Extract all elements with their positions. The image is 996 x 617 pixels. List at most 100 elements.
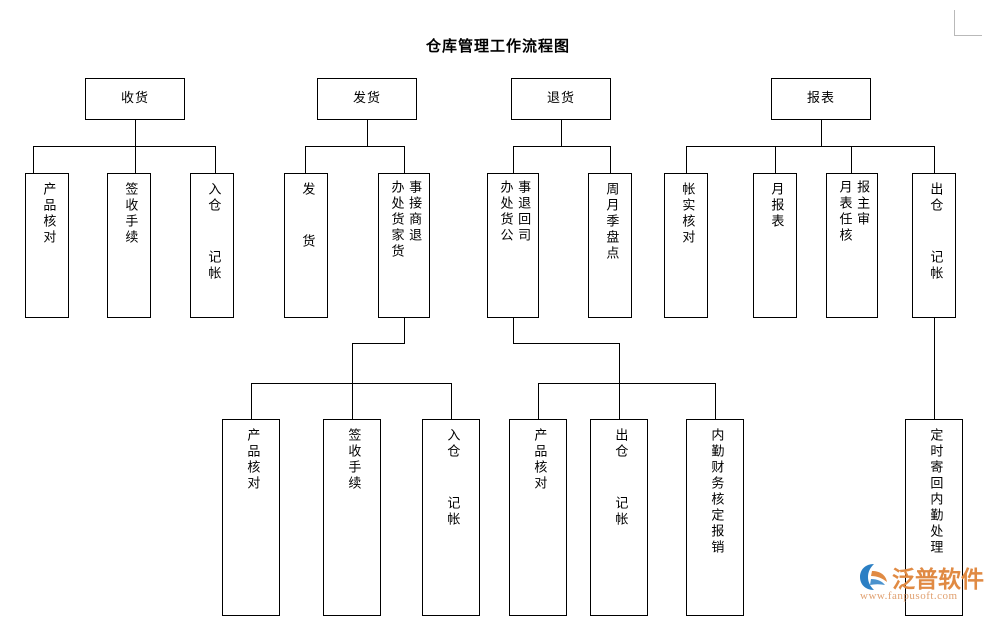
connector-baobiao-d3 — [851, 146, 852, 173]
node-label: 产品核对 — [244, 428, 260, 492]
vtext-wrap: 定时寄回内勤处理 — [926, 428, 943, 556]
connector-fahuo-sub-drop — [352, 343, 353, 383]
vtext-wrap: 内勤财务核定报销 — [707, 428, 724, 556]
connector-fahuo-stem — [367, 120, 368, 146]
node-rucang-jizhang-2[interactable]: 入仓 记帐 — [422, 419, 480, 616]
connector-fahuo-sub-jog — [352, 343, 405, 344]
node-label: 入仓 记帐 — [444, 428, 460, 528]
page-title: 仓库管理工作流程图 — [425, 37, 570, 55]
vtext-wrap: 出仓 记帐 — [926, 182, 943, 282]
node-zhou-yue-ji-pandian[interactable]: 周月季盘点 — [588, 173, 632, 318]
connector-tuihuo-sub-jog — [513, 343, 620, 344]
node-fahuo-sub[interactable]: 发 货 — [284, 173, 328, 318]
vtext-wrap: 帐实核对 — [678, 182, 694, 246]
connector-shouhuo-bar — [33, 146, 215, 147]
connector-lowerleft-d1 — [251, 383, 252, 419]
node-chanpin-hedui-2[interactable]: 产品核对 — [222, 419, 280, 616]
node-label: 入仓 记帐 — [205, 182, 221, 282]
connector-tuihuo-sub-stem — [513, 318, 514, 343]
fanpu-logo-icon — [858, 562, 892, 592]
connector-chucang-to-dingshi — [934, 318, 935, 419]
node-label: 签收手续 — [345, 428, 361, 492]
connector-lowerleft-d2 — [352, 383, 353, 419]
node-label: 收货 — [120, 90, 149, 106]
node-label: 发货 — [352, 90, 381, 106]
node-shouhuo[interactable]: 收货 — [85, 78, 185, 120]
connector-baobiao-d2 — [775, 146, 776, 173]
connector-baobiao-d1 — [686, 146, 687, 173]
node-qianshou-shouxu-2[interactable]: 签收手续 — [323, 419, 381, 616]
node-label: 退货 — [546, 90, 575, 106]
connector-tuihuo-bar — [513, 146, 611, 147]
node-chucang-jizhang-1[interactable]: 出仓 记帐 — [912, 173, 956, 318]
node-tuihuo[interactable]: 退货 — [511, 78, 611, 120]
node-label: 定时寄回内勤处理 — [927, 428, 943, 556]
node-fahuo[interactable]: 发货 — [317, 78, 417, 120]
node-chucang-jizhang-2[interactable]: 出仓 记帐 — [590, 419, 648, 616]
connector-lowermid-d2 — [619, 383, 620, 419]
connector-tuihuo-d2 — [610, 146, 611, 173]
node-neiqin-caiwu-baoxiao[interactable]: 内勤财务核定报销 — [686, 419, 744, 616]
node-label: 产品核对 — [40, 182, 56, 246]
connector-tuihuo-stem — [561, 120, 562, 146]
node-baobiao[interactable]: 报表 — [771, 78, 871, 120]
vtext-wrap: 办处货家货 事接商退 — [387, 180, 422, 260]
vtext-wrap: 周月季盘点 — [602, 182, 619, 262]
connector-shouhuo-stem — [135, 120, 136, 146]
node-label-col1: 事退回司 — [515, 180, 531, 244]
vtext-wrap: 签收手续 — [344, 428, 361, 492]
node-qianshou-shouxu-1[interactable]: 签收手续 — [107, 173, 151, 318]
vtext-wrap: 入仓 记帐 — [204, 182, 221, 282]
connector-fahuo-bar — [305, 146, 405, 147]
node-chanpin-hedui-3[interactable]: 产品核对 — [509, 419, 567, 616]
node-label: 月报表 — [768, 182, 784, 230]
connector-shouhuo-d1 — [33, 146, 34, 173]
vtext-wrap: 产品核对 — [243, 428, 260, 492]
connector-lowermid-d3 — [715, 383, 716, 419]
node-label-col2: 办处货家货 — [388, 180, 404, 260]
connector-baobiao-d4 — [934, 146, 935, 173]
node-label: 周月季盘点 — [603, 182, 619, 262]
node-label-col2: 月表任核 — [836, 180, 852, 244]
vtext-wrap: 入仓 记帐 — [443, 428, 460, 528]
connector-tuihuo-d1 — [513, 146, 514, 173]
connector-fahuo-d1 — [305, 146, 306, 173]
node-label-col1: 事接商退 — [406, 180, 422, 244]
vtext-wrap: 产品核对 — [530, 428, 547, 492]
crop-mark-icon — [954, 10, 982, 36]
vtext-wrap: 办处货公 事退回司 — [496, 180, 531, 244]
node-label: 签收手续 — [122, 182, 138, 246]
connector-shouhuo-d2 — [135, 146, 136, 173]
node-chanpin-hedui-1[interactable]: 产品核对 — [25, 173, 69, 318]
connector-fahuo-sub-stem — [404, 318, 405, 343]
node-rucang-jizhang-1[interactable]: 入仓 记帐 — [190, 173, 234, 318]
node-jie-shangjia-tuihuo[interactable]: 办处货家货 事接商退 — [378, 173, 430, 318]
vtext-wrap: 月报表 — [767, 182, 784, 230]
connector-lowermid-d1 — [538, 383, 539, 419]
node-label: 产品核对 — [531, 428, 547, 492]
node-label-col1: 报主审 — [854, 180, 870, 228]
vtext-wrap: 产品核对 — [39, 182, 56, 246]
node-label: 内勤财务核定报销 — [708, 428, 724, 556]
node-label: 发 货 — [299, 182, 315, 250]
connector-fahuo-d2 — [404, 146, 405, 173]
connector-baobiao-bar — [686, 146, 935, 147]
connector-tuihuo-sub-drop — [619, 343, 620, 383]
node-label: 出仓 记帐 — [927, 182, 943, 282]
connector-lowerleft-d3 — [451, 383, 452, 419]
node-label: 出仓 记帐 — [612, 428, 628, 528]
node-label-col2: 办处货公 — [497, 180, 513, 244]
connector-shouhuo-d3 — [215, 146, 216, 173]
vtext-wrap: 发 货 — [298, 182, 315, 250]
node-yue-baobiao[interactable]: 月报表 — [753, 173, 797, 318]
vtext-wrap: 月表任核 报主审 — [835, 180, 870, 244]
node-zhangshi-hedui[interactable]: 帐实核对 — [664, 173, 708, 318]
vtext-wrap: 签收手续 — [121, 182, 138, 246]
node-tuihui-gongsi[interactable]: 办处货公 事退回司 — [487, 173, 539, 318]
connector-baobiao-stem — [821, 120, 822, 146]
connector-lowermid-bar — [538, 383, 716, 384]
node-dingshi-jihui-neiqin[interactable]: 定时寄回内勤处理 — [905, 419, 963, 616]
node-baobiao-zhuren-shenhe[interactable]: 月表任核 报主审 — [826, 173, 878, 318]
vtext-wrap: 出仓 记帐 — [611, 428, 628, 528]
